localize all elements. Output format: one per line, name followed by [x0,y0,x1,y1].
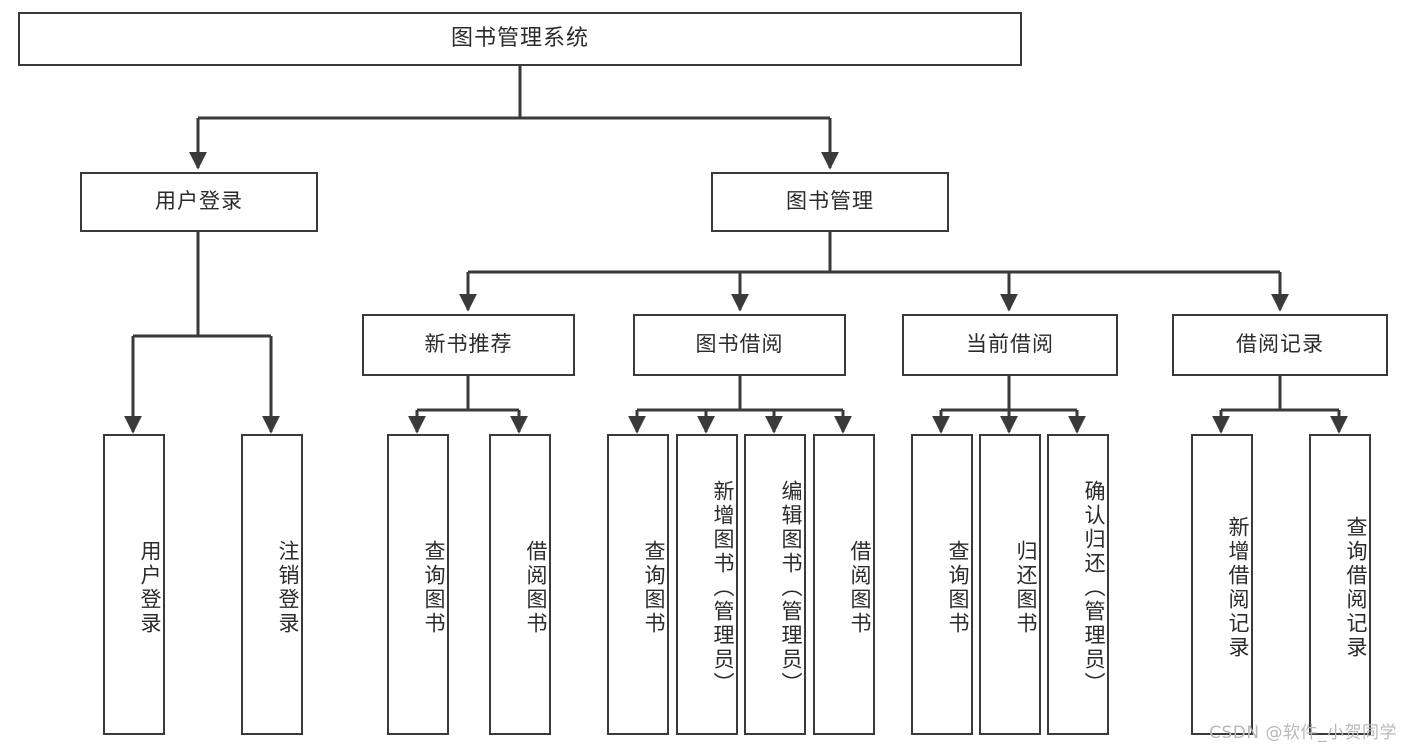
leaf-query-book-3-label: 查询图书 [946,539,970,636]
leaf-query-book-2[interactable]: 查询图书 [607,434,669,735]
leaf-add-book-admin[interactable]: 新增图书（管理员） [676,434,738,735]
node-user-login-label: 用户登录 [155,189,243,214]
node-new-book-recommend[interactable]: 新书推荐 [362,314,575,376]
leaf-confirm-return-admin[interactable]: 确认归还（管理员） [1047,434,1109,735]
node-book-borrow[interactable]: 图书借阅 [633,314,846,376]
leaf-add-borrow-record[interactable]: 新增借阅记录 [1191,434,1253,735]
leaf-user-login-label: 用户登录 [138,539,162,636]
node-book-borrow-label: 图书借阅 [695,332,784,357]
node-root[interactable]: 图书管理系统 [18,12,1022,66]
leaf-return-book-label: 归还图书 [1014,539,1038,636]
node-book-management[interactable]: 图书管理 [711,172,949,232]
leaf-query-book-1-label: 查询图书 [422,539,446,636]
leaf-edit-book-admin[interactable]: 编辑图书（管理员） [744,434,806,735]
leaf-add-book-admin-label: 新增图书（管理员） [711,479,735,696]
leaf-borrow-book-2[interactable]: 借阅图书 [813,434,875,735]
node-new-book-recommend-label: 新书推荐 [424,332,513,357]
leaf-add-borrow-record-label: 新增借阅记录 [1226,515,1250,660]
leaf-confirm-return-admin-label: 确认归还（管理员） [1082,479,1106,696]
node-borrow-record[interactable]: 借阅记录 [1172,314,1388,376]
node-user-login[interactable]: 用户登录 [80,172,318,232]
watermark: CSDN @软件_小贺同学 [1209,723,1397,743]
leaf-logout-login-label: 注销登录 [276,539,300,636]
node-root-label: 图书管理系统 [450,25,589,51]
leaf-edit-book-admin-label: 编辑图书（管理员） [779,479,803,696]
leaf-query-borrow-record-label: 查询借阅记录 [1344,515,1368,660]
leaf-borrow-book-1-label: 借阅图书 [524,539,548,636]
node-borrow-record-label: 借阅记录 [1236,332,1324,357]
leaf-query-book-2-label: 查询图书 [642,539,666,636]
leaf-return-book[interactable]: 归还图书 [979,434,1041,735]
leaf-user-login[interactable]: 用户登录 [103,434,165,735]
node-current-borrow-label: 当前借阅 [966,332,1054,357]
node-book-management-label: 图书管理 [786,189,874,214]
leaf-borrow-book-2-label: 借阅图书 [848,539,872,636]
leaf-query-book-3[interactable]: 查询图书 [911,434,973,735]
leaf-query-book-1[interactable]: 查询图书 [387,434,449,735]
leaf-borrow-book-1[interactable]: 借阅图书 [489,434,551,735]
leaf-query-borrow-record[interactable]: 查询借阅记录 [1309,434,1371,735]
node-current-borrow[interactable]: 当前借阅 [902,314,1118,376]
leaf-logout-login[interactable]: 注销登录 [241,434,303,735]
